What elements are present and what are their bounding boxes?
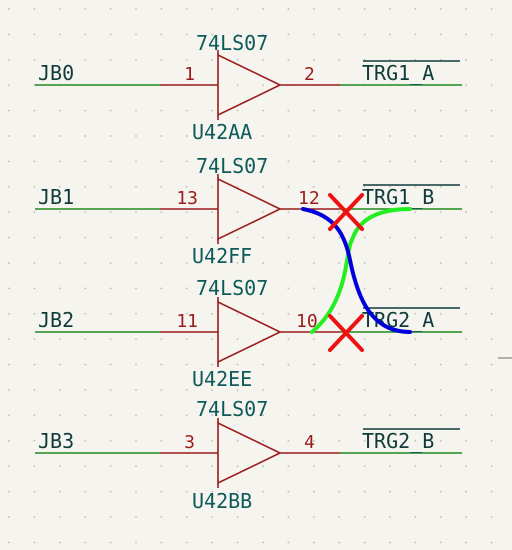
gate-u42ff[interactable]: JB1 TRG1_B 74LS07 U42FF 13 12 xyxy=(35,154,462,268)
remove-mark-top[interactable] xyxy=(328,193,364,231)
input-pin-number: 11 xyxy=(176,311,198,332)
input-pin-number: 1 xyxy=(184,64,195,85)
output-net-label[interactable]: TRG2_B xyxy=(362,429,434,453)
input-net-label[interactable]: JB0 xyxy=(38,61,74,85)
reroute-curve-blue[interactable] xyxy=(301,207,412,334)
reference-designator: U42FF xyxy=(192,244,252,268)
part-value: 74LS07 xyxy=(196,31,268,55)
input-pin-number: 13 xyxy=(176,188,198,209)
reference-designator: U42EE xyxy=(192,367,252,391)
output-pin-number: 4 xyxy=(304,432,315,453)
buffer-symbol[interactable] xyxy=(217,177,282,241)
input-net-label[interactable]: JB1 xyxy=(38,185,74,209)
gate-u42aa[interactable]: JB0 TRG1_A 74LS07 U42AA 1 2 xyxy=(35,31,462,144)
output-net-label[interactable]: TRG1_A xyxy=(362,61,434,85)
input-net-label[interactable]: JB2 xyxy=(38,308,74,332)
output-pin-number: 2 xyxy=(304,64,315,85)
remove-mark-bottom[interactable] xyxy=(328,314,364,352)
part-value: 74LS07 xyxy=(196,154,268,178)
reroute-curve-green[interactable] xyxy=(310,207,412,334)
buffer-symbol[interactable] xyxy=(217,421,282,485)
output-pin-number: 12 xyxy=(298,188,320,209)
part-value: 74LS07 xyxy=(196,276,268,300)
reference-designator: U42BB xyxy=(192,489,252,513)
buffer-symbol[interactable] xyxy=(217,300,282,364)
part-value: 74LS07 xyxy=(196,397,268,421)
gate-u42bb[interactable]: JB3 TRG2_B 74LS07 U42BB 3 4 xyxy=(35,397,462,513)
reference-designator: U42AA xyxy=(192,120,252,144)
output-net-label[interactable]: TRG2_A xyxy=(362,308,434,332)
output-pin-number: 10 xyxy=(296,311,318,332)
input-pin-number: 3 xyxy=(184,432,195,453)
output-net-label[interactable]: TRG1_B xyxy=(362,185,434,209)
buffer-symbol[interactable] xyxy=(217,53,282,117)
input-net-label[interactable]: JB3 xyxy=(38,429,74,453)
